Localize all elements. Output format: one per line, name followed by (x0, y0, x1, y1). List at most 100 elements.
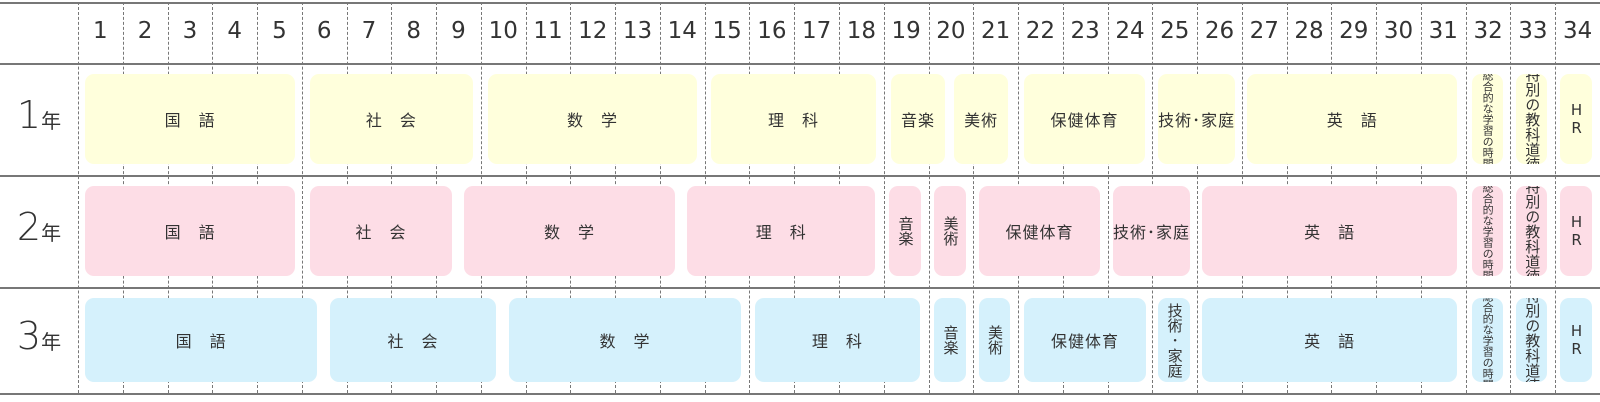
subject-label: HR (1567, 213, 1586, 249)
week-header: 29 (1339, 18, 1369, 44)
week-header: 16 (757, 18, 787, 44)
subject-label: 技術･家庭 (1158, 111, 1236, 130)
subject-block: 特別の教科道徳 (1516, 186, 1548, 276)
subject-block: 英 語 (1202, 186, 1458, 276)
grade-unit: 年 (41, 221, 62, 245)
subject-label: 数 学 (567, 111, 619, 130)
column-divider (973, 2, 975, 393)
row-divider (0, 2, 1600, 4)
week-header: 8 (406, 18, 422, 44)
subject-label: 国 語 (175, 332, 227, 351)
grade-number: 3 (16, 314, 42, 358)
week-header: 15 (712, 18, 742, 44)
column-divider (78, 2, 79, 393)
subject-block: 保健体育 (1023, 74, 1146, 164)
subject-block: 社 会 (309, 186, 453, 276)
subject-block: 総合的な学習の時間 (1471, 186, 1504, 276)
subject-label: 特別の教科道徳 (1523, 74, 1542, 164)
subject-block: 国 語 (85, 74, 296, 164)
subject-block: 理 科 (687, 186, 876, 276)
subject-label: 美術 (986, 325, 1005, 355)
subject-label: 音楽 (941, 325, 960, 355)
row-divider (0, 287, 1600, 289)
column-divider (1465, 2, 1467, 393)
week-header: 6 (316, 18, 332, 44)
subject-block: 英 語 (1247, 74, 1458, 164)
grade-number: 1 (16, 93, 42, 137)
subject-label: 国 語 (164, 223, 216, 242)
subject-label: HR (1567, 322, 1586, 358)
row-divider (0, 63, 1600, 65)
subject-label: 国 語 (164, 111, 216, 130)
week-header: 11 (533, 18, 563, 44)
subject-label: 音楽 (896, 216, 915, 246)
week-header: 27 (1249, 18, 1279, 44)
subject-label: 特別の教科道徳 (1523, 298, 1542, 382)
subject-label: 数 学 (599, 332, 651, 351)
subject-block: 特別の教科道徳 (1516, 74, 1548, 164)
column-divider (301, 2, 303, 393)
subject-label: 理 科 (811, 332, 863, 351)
subject-label: 保健体育 (1050, 111, 1119, 130)
week-header: 23 (1070, 18, 1100, 44)
grade-number: 2 (16, 205, 42, 249)
subject-block: 数 学 (509, 298, 741, 382)
week-header: 4 (227, 18, 242, 44)
subject-label: HR (1567, 101, 1586, 137)
subject-block: 技術･家庭 (1158, 74, 1236, 164)
week-header: 22 (1025, 18, 1056, 44)
subject-label: 美術 (941, 216, 960, 246)
subject-label: 社 会 (365, 111, 417, 130)
column-divider (883, 2, 885, 393)
grade-label: 1年 (0, 93, 78, 137)
subject-block: 国 語 (85, 186, 296, 276)
subject-label: 理 科 (768, 111, 820, 130)
subject-block: 保健体育 (1023, 298, 1147, 382)
week-header: 28 (1294, 18, 1324, 44)
week-header: 20 (936, 18, 966, 44)
week-header: 10 (488, 18, 518, 44)
subject-label: 総合的な学習の時間 (1481, 298, 1495, 382)
column-divider (1107, 2, 1109, 393)
subject-block: 社 会 (330, 298, 497, 382)
grade-label: 2年 (0, 205, 78, 249)
column-divider (928, 2, 930, 393)
week-header: 33 (1518, 18, 1548, 44)
subject-block: HR (1560, 298, 1592, 382)
subject-block: 技術･家庭 (1112, 186, 1190, 276)
subject-block: 技術･家庭 (1158, 298, 1190, 382)
subject-block: 音楽 (933, 298, 967, 382)
week-header: 5 (272, 18, 287, 44)
subject-label: 社 会 (355, 223, 407, 242)
subject-label: 技術･家庭 (1165, 302, 1184, 378)
week-header: 13 (622, 18, 653, 44)
subject-block: 総合的な学習の時間 (1471, 74, 1504, 164)
subject-block: 国 語 (85, 298, 318, 382)
week-header: 32 (1473, 18, 1503, 44)
week-header: 18 (846, 18, 877, 44)
week-header: 9 (451, 18, 466, 44)
subject-block: 特別の教科道徳 (1516, 298, 1548, 382)
subject-label: 保健体育 (1050, 332, 1119, 351)
subject-block: 音楽 (890, 74, 946, 164)
week-header: 19 (891, 18, 921, 44)
week-header: 21 (981, 18, 1011, 44)
grade-label: 3年 (0, 314, 78, 358)
subject-block: 美術 (933, 186, 967, 276)
column-divider (1197, 2, 1199, 393)
week-header: 25 (1160, 18, 1190, 44)
subject-label: 音楽 (900, 111, 935, 130)
grade-unit: 年 (41, 330, 62, 354)
week-header: 26 (1204, 18, 1235, 44)
subject-label: 保健体育 (1005, 223, 1074, 242)
week-header: 17 (801, 18, 832, 44)
subject-block: 社 会 (309, 74, 473, 164)
week-header: 2 (137, 18, 153, 44)
subject-block: 美術 (979, 298, 1010, 382)
column-divider (1510, 2, 1512, 393)
subject-label: 総合的な学習の時間 (1481, 186, 1495, 276)
subject-block: 理 科 (754, 298, 920, 382)
subject-label: 美術 (964, 111, 999, 130)
week-header: 14 (667, 18, 697, 44)
